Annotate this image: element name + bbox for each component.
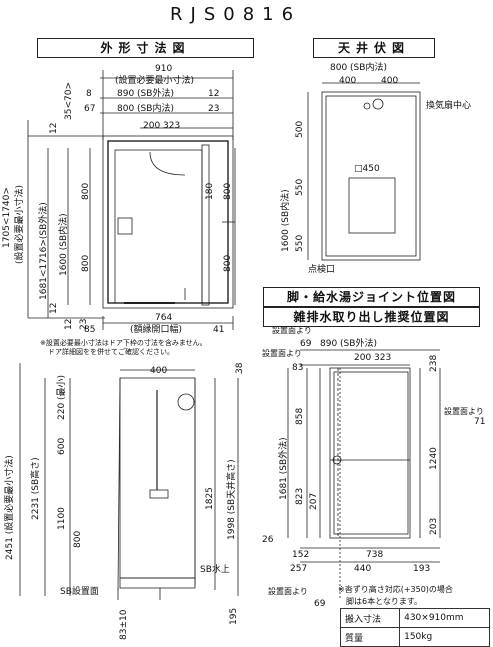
side-1825: 1825 [205, 487, 215, 510]
spec-label: 搬入寸法 [339, 608, 401, 628]
drain-257: 257 [290, 564, 308, 574]
dim-200-323: 200 323 [143, 121, 181, 131]
dim-left-12a: 12 [49, 122, 59, 134]
drain-152: 152 [292, 550, 310, 560]
note-2: ドア詳細図をを併せてご確認ください。 [48, 348, 174, 356]
drain-238: 238 [429, 354, 439, 372]
dim-23-top: 23 [208, 104, 220, 114]
outer-dimensions-title: 外形寸法図 [37, 38, 254, 58]
side-195: 195 [229, 607, 239, 625]
ceil-550b: 550 [295, 234, 305, 252]
dim-67: 67 [84, 104, 96, 114]
table-row: 搬入寸法 430×910mm [339, 608, 490, 628]
side-1998: 1998 (SB天井高さ) [227, 459, 237, 540]
side-600: 600 [57, 437, 67, 455]
ceil-400a: 400 [339, 76, 357, 86]
dim-85: 85 [84, 325, 96, 335]
dim-41: 41 [213, 325, 225, 335]
dim-8: 8 [86, 89, 92, 99]
drain-position-title: 雑排水取り出し推奨位置図 [263, 307, 480, 327]
drain-1681: 1681 (SB外法) [279, 437, 289, 500]
dim-1600: 1600 (SB内法) [59, 213, 69, 276]
ceil-550a: 550 [295, 178, 305, 196]
dim-910: 910 [155, 64, 173, 74]
spec-value: 150kg [399, 627, 490, 647]
product-code-title: RJS0816 [170, 4, 302, 25]
drain-from-face-top: 設置面より [272, 326, 312, 335]
joint-position-title: 脚・給水湯ジョイント位置図 [263, 287, 480, 307]
dim-inner-800a: 800 [81, 182, 91, 200]
ceil-500: 500 [295, 120, 305, 138]
drain-440: 440 [354, 564, 372, 574]
dim-right-800b: 800 [223, 254, 233, 272]
dim-right-180: 180 [205, 182, 215, 200]
drain-823: 823 [295, 487, 305, 505]
drain-203: 203 [429, 517, 439, 535]
drain-71: 71 [474, 417, 486, 427]
drain-200-323: 200 323 [354, 353, 392, 363]
footnote-line-1: ※沓ずり高さ対応(+350)の場合 [338, 585, 453, 594]
spec-label: 質量 [339, 627, 401, 647]
drain-69: 69 [300, 339, 312, 349]
dim-890-sb-outer: 890 (SB外法) [117, 89, 174, 99]
inspection-opening-label: 点検口 [308, 265, 336, 275]
dim-800-sb-inner: 800 (SB内法) [117, 104, 174, 114]
dim-opening-width: (額縁開口幅) [130, 325, 183, 335]
spec-table: 搬入寸法 430×910mm 質量 150kg [339, 608, 490, 647]
footnote-line-2: 脚は6本となります。 [346, 597, 423, 606]
drain-83: 83 [292, 363, 304, 373]
note-1: ※設置必要最小寸法はドア下枠の寸法を含みません。 [40, 339, 207, 347]
drain-from-face-right: 設置面より [444, 407, 484, 416]
dim-1681: 1681<1716>(SB外法) [39, 202, 49, 300]
sb-setup-face: SB設置面 [60, 587, 99, 597]
ceil-400b: 400 [381, 76, 399, 86]
side-400: 400 [150, 366, 168, 376]
table-row: 質量 150kg [339, 627, 490, 647]
side-38: 38 [235, 362, 245, 374]
dim-left-35-70: 35<70> [64, 82, 74, 120]
dim-764: 764 [155, 313, 173, 323]
side-83-10: 83±10 [119, 609, 129, 640]
ceil-800: 800 (SB内法) [330, 63, 387, 73]
drain-738: 738 [366, 550, 384, 560]
drain-1240: 1240 [429, 447, 439, 470]
dim-left-12b: 12 [49, 302, 59, 314]
dim-setup-min: (設置必要最小寸法) [115, 76, 195, 86]
drain-69-bottom: 69 [314, 599, 326, 609]
dim-1705: 1705<1740> [2, 187, 12, 248]
ceil-square-450: □450 [354, 164, 380, 174]
drain-26: 26 [262, 535, 274, 545]
dim-1705-note: (設置必要最小寸法) [15, 184, 25, 264]
drain-193: 193 [413, 564, 431, 574]
drain-858: 858 [295, 407, 305, 425]
spec-value: 430×910mm [399, 608, 490, 628]
drain-from-face-bottom: 設置面より [268, 587, 308, 596]
sb-water-top: SB水上 [200, 565, 230, 575]
dim-inner-800b: 800 [81, 254, 91, 272]
drain-207: 207 [309, 492, 319, 510]
side-1100: 1100 [57, 507, 67, 530]
ceiling-plan-title: 天井伏図 [313, 38, 435, 58]
dim-left-12c: 12 [64, 318, 74, 330]
ceil-1600: 1600 (SB内法) [281, 189, 291, 252]
side-2451: 2451 (設置必要最小寸法) [5, 455, 15, 560]
drain-from-face-left: 設置面より [262, 349, 302, 358]
side-800: 800 [73, 530, 83, 548]
drain-890: 890 (SB外法) [320, 339, 377, 349]
side-220: 220 (最小) [57, 374, 67, 420]
dim-right-800a: 800 [223, 182, 233, 200]
dim-12-top: 12 [208, 89, 220, 99]
vent-center-label: 換気扇中心 [426, 101, 472, 111]
side-2231: 2231 (SB高さ) [31, 457, 41, 520]
